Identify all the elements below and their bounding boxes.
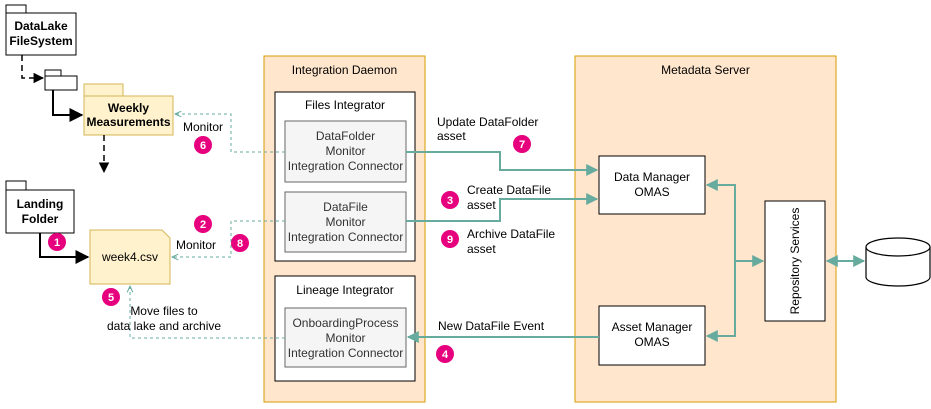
datalake-line2: FileSystem	[9, 34, 72, 48]
data-manager-omas	[598, 155, 706, 215]
landing-line2: Folder	[22, 212, 59, 226]
weekly-measurements-folder: Weekly Measurements	[83, 83, 174, 136]
onboarding-connector-line1: OnboardingProcess	[292, 316, 398, 330]
update-folder-label-1: Update DataFolder	[437, 115, 538, 129]
hierarchy-dashed-1	[21, 55, 45, 84]
folder-icon	[44, 69, 78, 91]
monitor-weekly-label: Monitor	[183, 120, 223, 134]
database-cylinder-icon	[865, 237, 931, 287]
monitor-file-label: Monitor	[176, 238, 216, 252]
landing-folder: Landing Folder	[5, 180, 75, 234]
step-badge-4: 4	[436, 345, 454, 363]
datafile-connector	[284, 191, 407, 253]
datafolder-connector-line2: Monitor	[325, 144, 365, 158]
datalake-line1: DataLake	[14, 19, 68, 33]
asset-manager-repo-link	[705, 261, 736, 342]
svg-text:2: 2	[200, 219, 206, 231]
onboarding-connector-line3: Integration Connector	[288, 346, 403, 360]
step-badge-8: 8	[231, 234, 249, 252]
files-integrator-title: Files Integrator	[305, 98, 385, 112]
step-badge-3: 3	[441, 191, 459, 209]
repository-services	[764, 200, 826, 322]
move-files-label-2: data lake and archive	[107, 319, 221, 333]
step-badge-9: 9	[441, 230, 459, 248]
svg-text:3: 3	[447, 195, 453, 207]
data-manager-line2: OMAS	[634, 185, 669, 199]
update-folder-label-2: asset	[437, 129, 466, 143]
create-file-flow	[406, 193, 599, 222]
asset-manager-omas	[598, 305, 706, 366]
archive-file-label-2: asset	[467, 242, 496, 256]
lineage-integrator-title: Lineage Integrator	[296, 283, 393, 297]
datafile-connector-line1: DataFile	[323, 200, 368, 214]
create-file-label-2: asset	[467, 198, 496, 212]
svg-text:5: 5	[108, 292, 114, 304]
hierarchy-solid-weekly	[52, 90, 84, 122]
datafile-connector-line2: Monitor	[325, 215, 365, 229]
metadata-server-title: Metadata Server	[661, 63, 750, 77]
svg-text:9: 9	[447, 234, 453, 246]
integration-daemon-title: Integration Daemon	[292, 63, 397, 77]
datafolder-connector-line1: DataFolder	[316, 129, 375, 143]
week4-csv-file: week4.csv	[89, 229, 171, 285]
datafile-connector-line3: Integration Connector	[288, 230, 403, 244]
weekly-line1: Weekly	[108, 101, 149, 115]
move-files-label-1: Move files to	[130, 304, 198, 318]
data-manager-repo-link	[705, 179, 765, 267]
step-badge-5: 5	[102, 288, 120, 306]
new-event-label: New DataFile Event	[438, 319, 545, 333]
repository-services-label: Repository Services	[788, 208, 802, 315]
svg-text:8: 8	[237, 238, 243, 250]
datalake-filesystem-folder: DataLake FileSystem	[5, 4, 77, 56]
file-name: week4.csv	[101, 250, 158, 264]
monitor-file-line	[172, 220, 285, 257]
monitor-weekly-line	[175, 114, 285, 153]
landing-line1: Landing	[17, 197, 64, 211]
step-badge-1: 1	[48, 233, 66, 251]
svg-text:1: 1	[54, 237, 60, 249]
datafolder-connector	[284, 120, 407, 183]
landing-to-file-arrow	[39, 233, 90, 264]
step-badge-2: 2	[194, 215, 212, 233]
svg-text:4: 4	[442, 349, 449, 361]
step-badge-7: 7	[513, 135, 531, 153]
asset-manager-line1: Asset Manager	[612, 320, 693, 334]
archive-file-label-1: Archive DataFile	[467, 227, 555, 241]
onboarding-connector-line2: Monitor	[325, 331, 365, 345]
svg-text:6: 6	[200, 140, 206, 152]
update-folder-flow	[406, 151, 599, 176]
asset-manager-line2: OMAS	[634, 335, 669, 349]
weekly-line2: Measurements	[86, 115, 170, 129]
create-file-label-1: Create DataFile	[467, 183, 551, 197]
data-manager-line1: Data Manager	[614, 170, 690, 184]
datafolder-connector-line3: Integration Connector	[288, 159, 403, 173]
step-badge-6: 6	[194, 136, 212, 154]
svg-text:7: 7	[519, 139, 525, 151]
onboarding-connector	[284, 307, 407, 368]
